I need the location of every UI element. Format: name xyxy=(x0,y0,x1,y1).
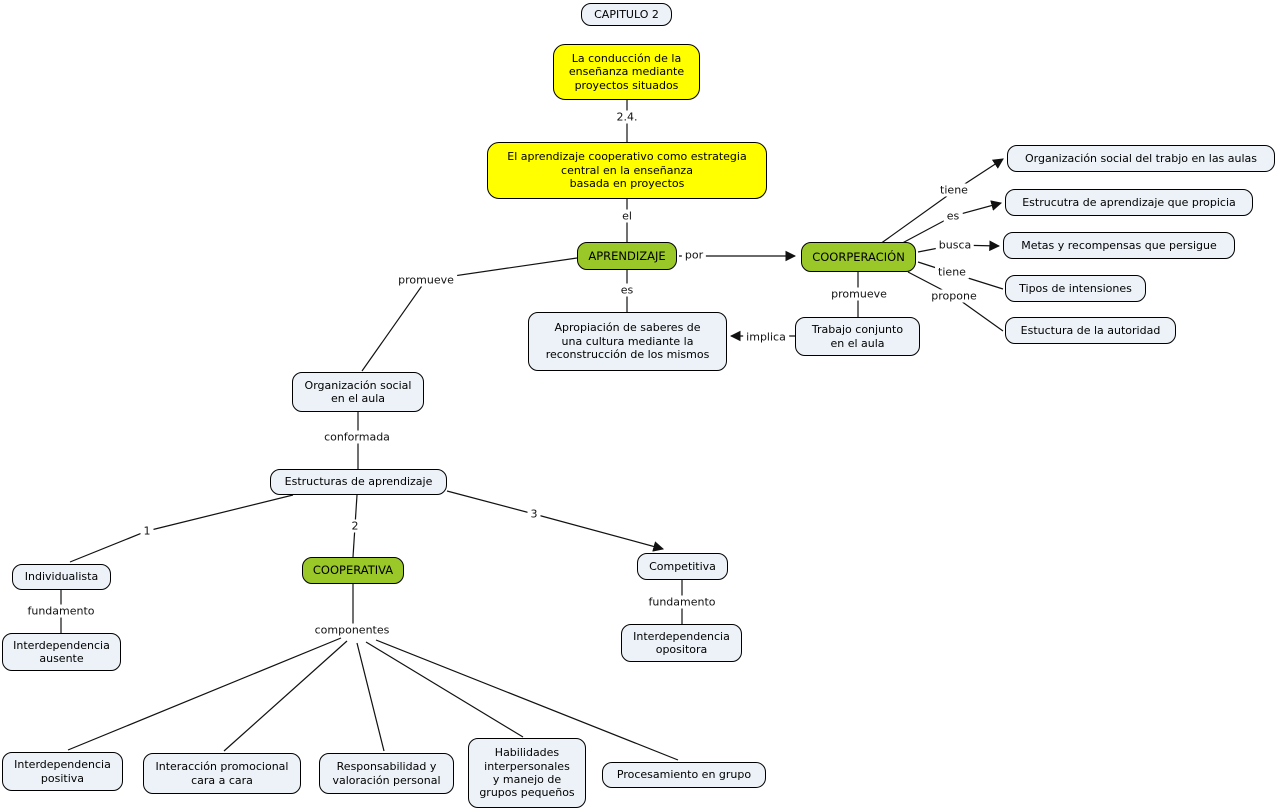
concept-metas-recompensas[interactable]: Metas y recompensas que persigue xyxy=(1003,232,1235,259)
concept-aprendizaje[interactable]: APRENDIZAJE xyxy=(577,242,677,270)
link-label-promueve-2[interactable]: promueve xyxy=(395,273,457,287)
link-label-2[interactable]: 2 xyxy=(348,519,362,533)
link-label-propone[interactable]: propone xyxy=(928,289,980,303)
link-label-conformada[interactable]: conformada xyxy=(321,430,393,444)
link-label-busca[interactable]: busca xyxy=(935,238,975,252)
concept-cooperativa[interactable]: COOPERATIVA xyxy=(302,557,404,584)
link-label-por[interactable]: por xyxy=(681,248,707,262)
concept-estructura-autoridad[interactable]: Estuctura de la autoridad xyxy=(1005,317,1176,344)
link-label-el[interactable]: el xyxy=(619,209,635,223)
concept-organizacion-social-aula[interactable]: Organización social en el aula xyxy=(292,372,424,412)
concept-responsabilidad-valoracion[interactable]: Responsabilidad y valoración personal xyxy=(319,753,454,794)
link-label-fundamento-2[interactable]: fundamento xyxy=(645,595,719,609)
concept-capitulo-2[interactable]: CAPITULO 2 xyxy=(581,3,672,26)
link-label-1[interactable]: 1 xyxy=(140,524,154,538)
link-label-tiene-1[interactable]: tiene xyxy=(937,183,971,197)
concept-interdependencia-opositora[interactable]: Interdependencia opositora xyxy=(621,624,742,662)
link-label-es-1[interactable]: es xyxy=(943,209,963,223)
link-label-fundamento-1[interactable]: fundamento xyxy=(24,604,98,618)
concept-titulo-seccion[interactable]: El aprendizaje cooperativo como estrateg… xyxy=(487,142,767,199)
link-label-componentes[interactable]: componentes xyxy=(311,623,393,637)
concept-interdependencia-positiva[interactable]: Interdependencia positiva xyxy=(2,752,123,791)
concept-apropiacion-saberes[interactable]: Apropiación de saberes de una cultura me… xyxy=(528,312,727,371)
link-label-es-2[interactable]: es xyxy=(617,283,637,297)
concept-interaccion-promocional[interactable]: Interacción promocional cara a cara xyxy=(143,753,301,794)
link-label-tiene-2[interactable]: tiene xyxy=(935,265,969,279)
concept-competitiva[interactable]: Competitiva xyxy=(637,553,728,580)
link-label-promueve-1[interactable]: promueve xyxy=(828,287,890,301)
concept-habilidades-interpersonales[interactable]: Habilidades interpersonales y manejo de … xyxy=(468,738,586,808)
concept-procesamiento-grupo[interactable]: Procesamiento en grupo xyxy=(602,762,766,788)
concept-estructura-aprendizaje-propicia[interactable]: Estrucutra de aprendizaje que propicia xyxy=(1005,189,1253,216)
concept-interdependencia-ausente[interactable]: Interdependencia ausente xyxy=(2,633,121,671)
concept-tipos-intensiones[interactable]: Tipos de intensiones xyxy=(1005,275,1146,302)
concept-trabajo-conjunto[interactable]: Trabajo conjunto en el aula xyxy=(795,317,920,356)
concept-estructuras-aprendizaje[interactable]: Estructuras de aprendizaje xyxy=(270,469,447,495)
link-label-3[interactable]: 3 xyxy=(527,507,541,521)
concept-individualista[interactable]: Individualista xyxy=(12,564,111,590)
concept-organizacion-social-trabajo-aulas[interactable]: Organización social del trabjo en las au… xyxy=(1007,145,1275,172)
concept-coorperacion[interactable]: COORPERACIÓN xyxy=(801,242,916,272)
concept-titulo-capitulo[interactable]: La conducción de la enseñanza mediante p… xyxy=(553,44,700,100)
link-label-implica[interactable]: implica xyxy=(743,330,789,344)
link-label-24[interactable]: 2.4. xyxy=(613,110,641,124)
